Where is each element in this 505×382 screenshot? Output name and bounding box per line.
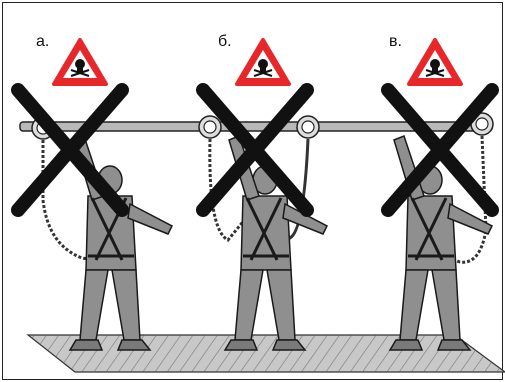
- worker-figure: [390, 136, 492, 350]
- panel-c: в.: [388, 33, 493, 350]
- skull-crossbones-warning-icon: [54, 40, 106, 84]
- panel-c-label: в.: [389, 33, 402, 50]
- panel-b: б.: [199, 33, 327, 350]
- anchor-ring-icon: [297, 116, 319, 138]
- skull-crossbones-warning-icon: [237, 40, 289, 84]
- panel-a-label: а.: [36, 33, 49, 50]
- anchor-ring-icon: [199, 116, 221, 138]
- panel-b-label: б.: [218, 33, 232, 50]
- prohibited-x-mark: [18, 90, 122, 210]
- skull-crossbones-warning-icon: [409, 40, 461, 84]
- panel-a: а.: [18, 33, 172, 350]
